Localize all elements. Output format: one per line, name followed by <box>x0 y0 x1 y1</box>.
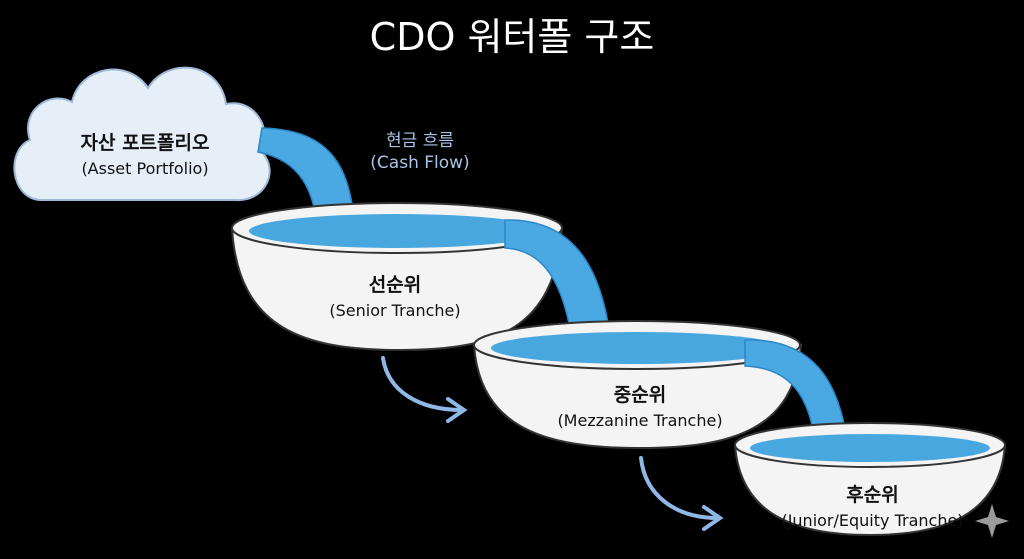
arrow-icon-2 <box>639 456 724 531</box>
asset-portfolio-label: 자산 포트폴리오 (Asset Portfolio) <box>30 128 260 178</box>
mezzanine-bowl <box>472 320 803 450</box>
junior-label-ko: 후순위 <box>846 484 899 506</box>
junior-label-en: (Junior/Equity Tranche) <box>781 511 964 530</box>
junior-bowl <box>733 422 1007 537</box>
senior-bowl <box>230 202 564 352</box>
cash-flow-label: 현금 흐름 (Cash Flow) <box>340 126 500 173</box>
asset-portfolio-label-ko: 자산 포트폴리오 <box>80 132 210 154</box>
cash-flow-label-en: (Cash Flow) <box>370 153 470 173</box>
senior-tranche-label: 선순위 (Senior Tranche) <box>300 270 490 320</box>
senior-label-ko: 선순위 <box>368 274 422 296</box>
senior-label-en: (Senior Tranche) <box>329 301 461 320</box>
mezzanine-label-ko: 중순위 <box>613 384 667 406</box>
mezzanine-label-en: (Mezzanine Tranche) <box>557 411 723 430</box>
arrow-icon-1 <box>381 356 468 423</box>
asset-portfolio-label-en: (Asset Portfolio) <box>81 159 209 178</box>
sparkle-icon <box>975 504 1009 538</box>
page-title: CDO 워터폴 구조 <box>369 15 655 59</box>
cash-flow-label-ko: 현금 흐름 <box>386 131 454 151</box>
mezzanine-tranche-label: 중순위 (Mezzanine Tranche) <box>530 380 750 430</box>
junior-tranche-label: 후순위 (Junior/Equity Tranche) <box>765 480 980 530</box>
